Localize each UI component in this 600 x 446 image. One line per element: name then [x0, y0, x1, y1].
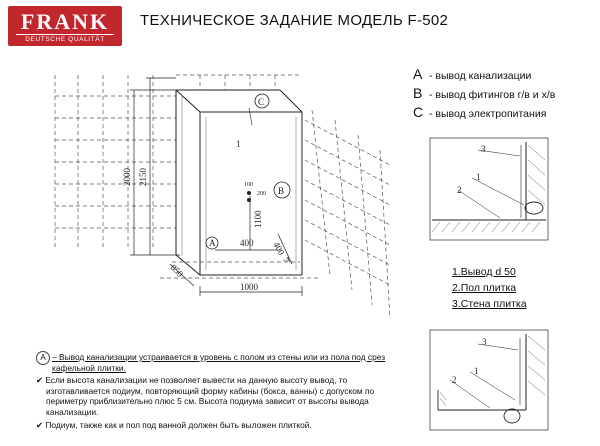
cable-line: [248, 107, 253, 126]
dim-200-label: 200: [257, 191, 266, 197]
outlet-b-label: B: [278, 186, 284, 196]
detail-legend-item: 2.Пол плитка: [452, 282, 517, 294]
mark-1-label: 1: [236, 139, 241, 149]
logo-tagline: DEUTSCHE QUALITÄT: [16, 34, 114, 43]
dimension-lines: [130, 77, 303, 296]
dimension-labels: 2000 2150 1100 400 400 100 200 850 1000: [122, 168, 287, 293]
detail-bottom: 3 1 2: [429, 329, 549, 431]
note-bullet: ✔ Подиум, также как и пол под ванной дол…: [36, 419, 312, 430]
outlet-c-label: C: [258, 97, 264, 107]
detail-legend-item: 1.Вывод d 50: [452, 266, 516, 278]
legend-text: - вывод электропитания: [429, 108, 547, 120]
outlet-legend: A - вывод канализации B - вывод фитингов г…: [413, 66, 555, 123]
installation-notes: A – Вывод канализации устраивается в уро…: [36, 351, 406, 430]
dim-100-label: 100: [244, 182, 253, 188]
page-title: ТЕХНИЧЕСКОЕ ЗАДАНИЕ МОДЕЛЬ F-502: [140, 12, 449, 29]
shower-box: [175, 89, 303, 276]
dim-400-label: 400: [240, 238, 254, 248]
detail-top: 3 1 2: [429, 137, 549, 241]
detail-bottom-mark-3: 3: [482, 337, 487, 347]
note-a-text: – Вывод канализации устраивается в урове…: [52, 352, 386, 373]
legend-row-a: A - вывод канализации: [413, 66, 555, 85]
outlet-a-circle: [205, 236, 219, 250]
note-bullet: ✔ Если высота канализации не позволяет в…: [36, 375, 375, 417]
legend-text: - вывод фитингов г/в и х/в: [429, 89, 556, 101]
dim-2150-label: 2150: [138, 168, 148, 187]
legend-row-c: C - вывод электропитания: [413, 104, 555, 123]
logo-brand: FRANK: [20, 9, 110, 34]
outlet-a-small-label: -A: [283, 256, 290, 264]
dim-400-diagonal-label: 400: [271, 240, 287, 257]
dim-2000-label: 2000: [122, 168, 132, 187]
fitting-cold: [247, 198, 251, 202]
fitting-hot: [247, 191, 251, 195]
outlet-a-label: A: [209, 238, 216, 248]
legend-key: A: [413, 66, 423, 82]
legend-key: B: [413, 85, 423, 101]
dim-1000-label: 1000: [240, 282, 259, 292]
dim-1100-label: 1100: [253, 210, 263, 228]
detail-top-mark-2: 2: [457, 185, 462, 195]
detail-bottom-mark-2: 2: [452, 375, 457, 385]
legend-text: - вывод канализации: [429, 70, 532, 82]
wall-tile-grid: [54, 74, 391, 319]
legend-row-b: B - вывод фитингов г/в и х/в: [413, 85, 555, 104]
note-a-key: A: [36, 351, 50, 365]
frank-logo: FRANK DEUTSCHE QUALITÄT: [8, 6, 122, 46]
detail-legend-item: 3.Стена плитка: [452, 298, 527, 310]
outlet-c-circle: [254, 93, 270, 109]
outlet-markers: C B A -A 1: [205, 93, 291, 264]
detail-legend: 1.Вывод d 50 2.Пол плитка 3.Стена плитка: [452, 264, 527, 312]
detail-top-mark-1: 1: [476, 172, 481, 182]
outlet-b-circle: [273, 181, 291, 199]
legend-key: C: [413, 104, 424, 120]
detail-top-mark-3: 3: [481, 144, 486, 154]
detail-bottom-mark-1: 1: [474, 366, 479, 376]
